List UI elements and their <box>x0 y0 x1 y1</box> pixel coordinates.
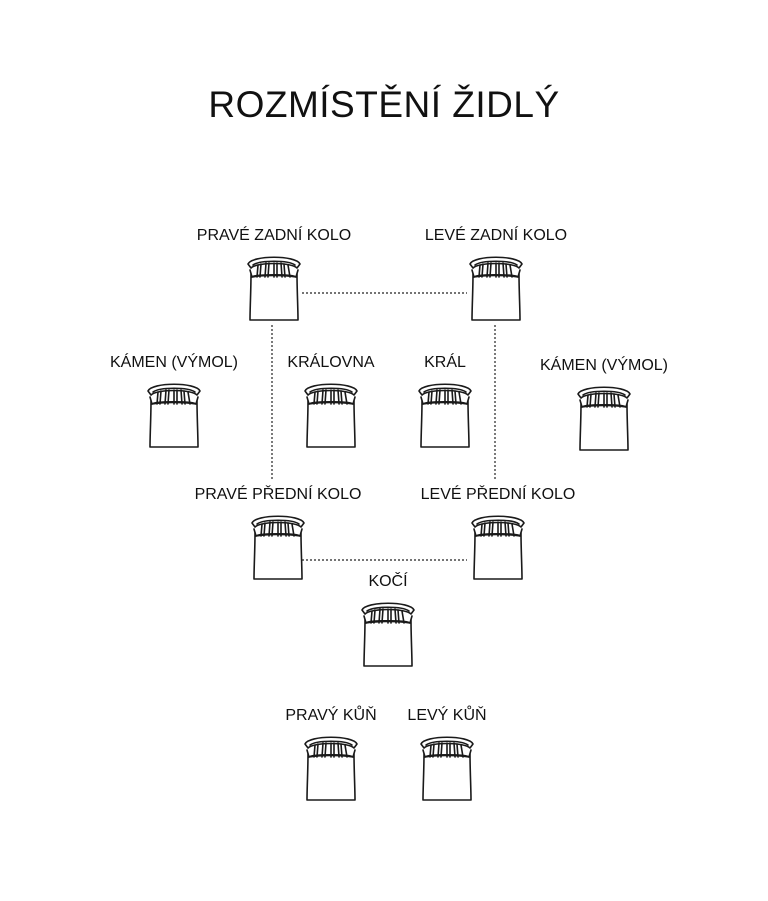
seat-leve-predni-kolo: LEVÉ PŘEDNÍ KOLO <box>408 485 588 583</box>
seat-label: KRÁLOVNA <box>287 354 375 371</box>
seat-label: PRAVÉ ZADNÍ KOLO <box>196 227 352 244</box>
chair-icon <box>301 377 361 451</box>
seat-label: KÁMEN (VÝMOL) <box>539 357 668 374</box>
chair-icon <box>301 730 361 804</box>
seat-kamen-vymol-right: KÁMEN (VÝMOL) <box>514 356 694 454</box>
chair-icon <box>574 380 634 454</box>
seat-label: PRAVÉ PŘEDNÍ KOLO <box>194 486 362 503</box>
seat-prave-predni-kolo: PRAVÉ PŘEDNÍ KOLO <box>188 485 368 583</box>
seat-kamen-vymol-left: KÁMEN (VÝMOL) <box>84 353 264 451</box>
seat-koci: KOČÍ <box>298 572 478 670</box>
chair-icon <box>417 730 477 804</box>
page-title: ROZMÍSTĚNÍ ŽIDLÝ <box>208 84 560 125</box>
chair-icon <box>358 596 418 670</box>
seat-label: LEVÝ KŮŇ <box>407 707 487 724</box>
chair-icon <box>466 250 526 324</box>
seat-label: KÁMEN (VÝMOL) <box>109 354 238 371</box>
seat-label: KOČÍ <box>368 573 408 590</box>
seat-leve-zadni-kolo: LEVÉ ZADNÍ KOLO <box>406 226 586 324</box>
chair-icon <box>144 377 204 451</box>
seat-levy-kun: LEVÝ KŮŇ <box>357 706 537 804</box>
seat-label: LEVÉ ZADNÍ KOLO <box>424 227 568 244</box>
chair-icon <box>244 250 304 324</box>
chair-icon <box>415 377 475 451</box>
seat-prave-zadni-kolo: PRAVÉ ZADNÍ KOLO <box>184 226 364 324</box>
seat-label: LEVÉ PŘEDNÍ KOLO <box>420 486 576 503</box>
seat-kralovna: KRÁLOVNA <box>241 353 421 451</box>
seat-label: PRAVÝ KŮŇ <box>285 707 377 724</box>
seat-label: KRÁL <box>424 354 466 371</box>
seat-pravy-kun: PRAVÝ KŮŇ <box>241 706 421 804</box>
seat-kral: KRÁL <box>355 353 535 451</box>
